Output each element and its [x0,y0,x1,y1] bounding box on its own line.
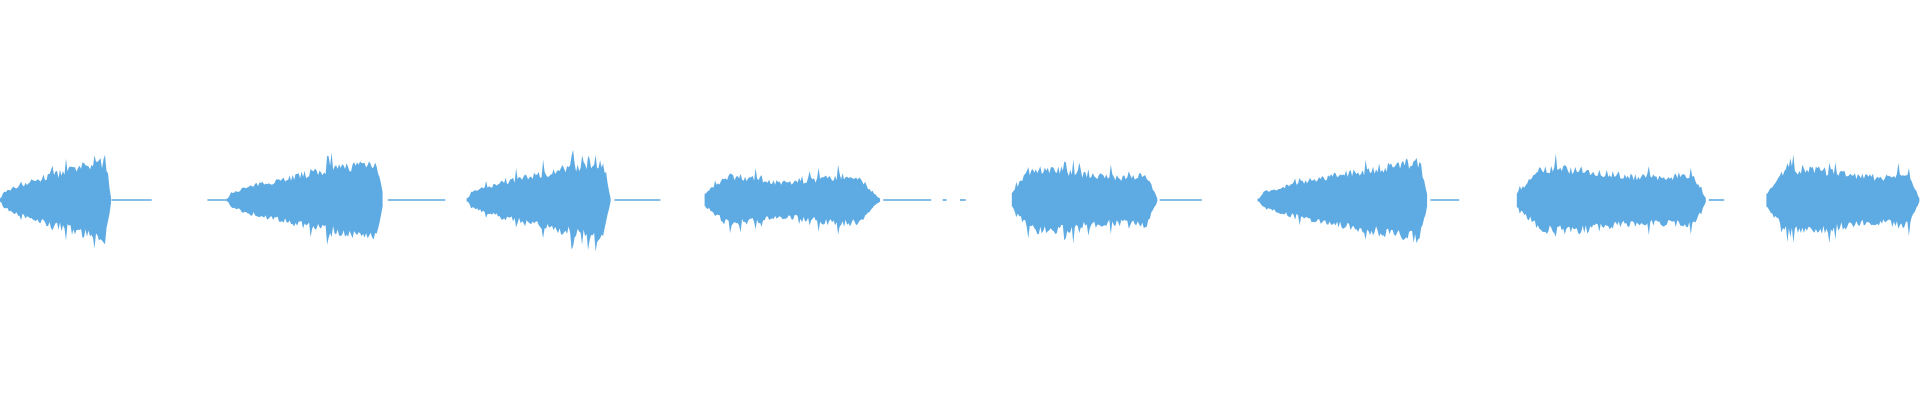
waveform-segment-8 [1766,154,1920,243]
waveform-segment-6 [1257,157,1428,244]
waveform-segment-2 [226,152,383,245]
waveform-segment-5 [1011,159,1158,244]
segment-layer [0,149,1920,252]
waveform-segment-4 [704,164,881,235]
waveform-segment-1 [0,154,111,249]
waveform-segment-3 [466,149,611,252]
waveform-segment-7 [1516,153,1706,237]
